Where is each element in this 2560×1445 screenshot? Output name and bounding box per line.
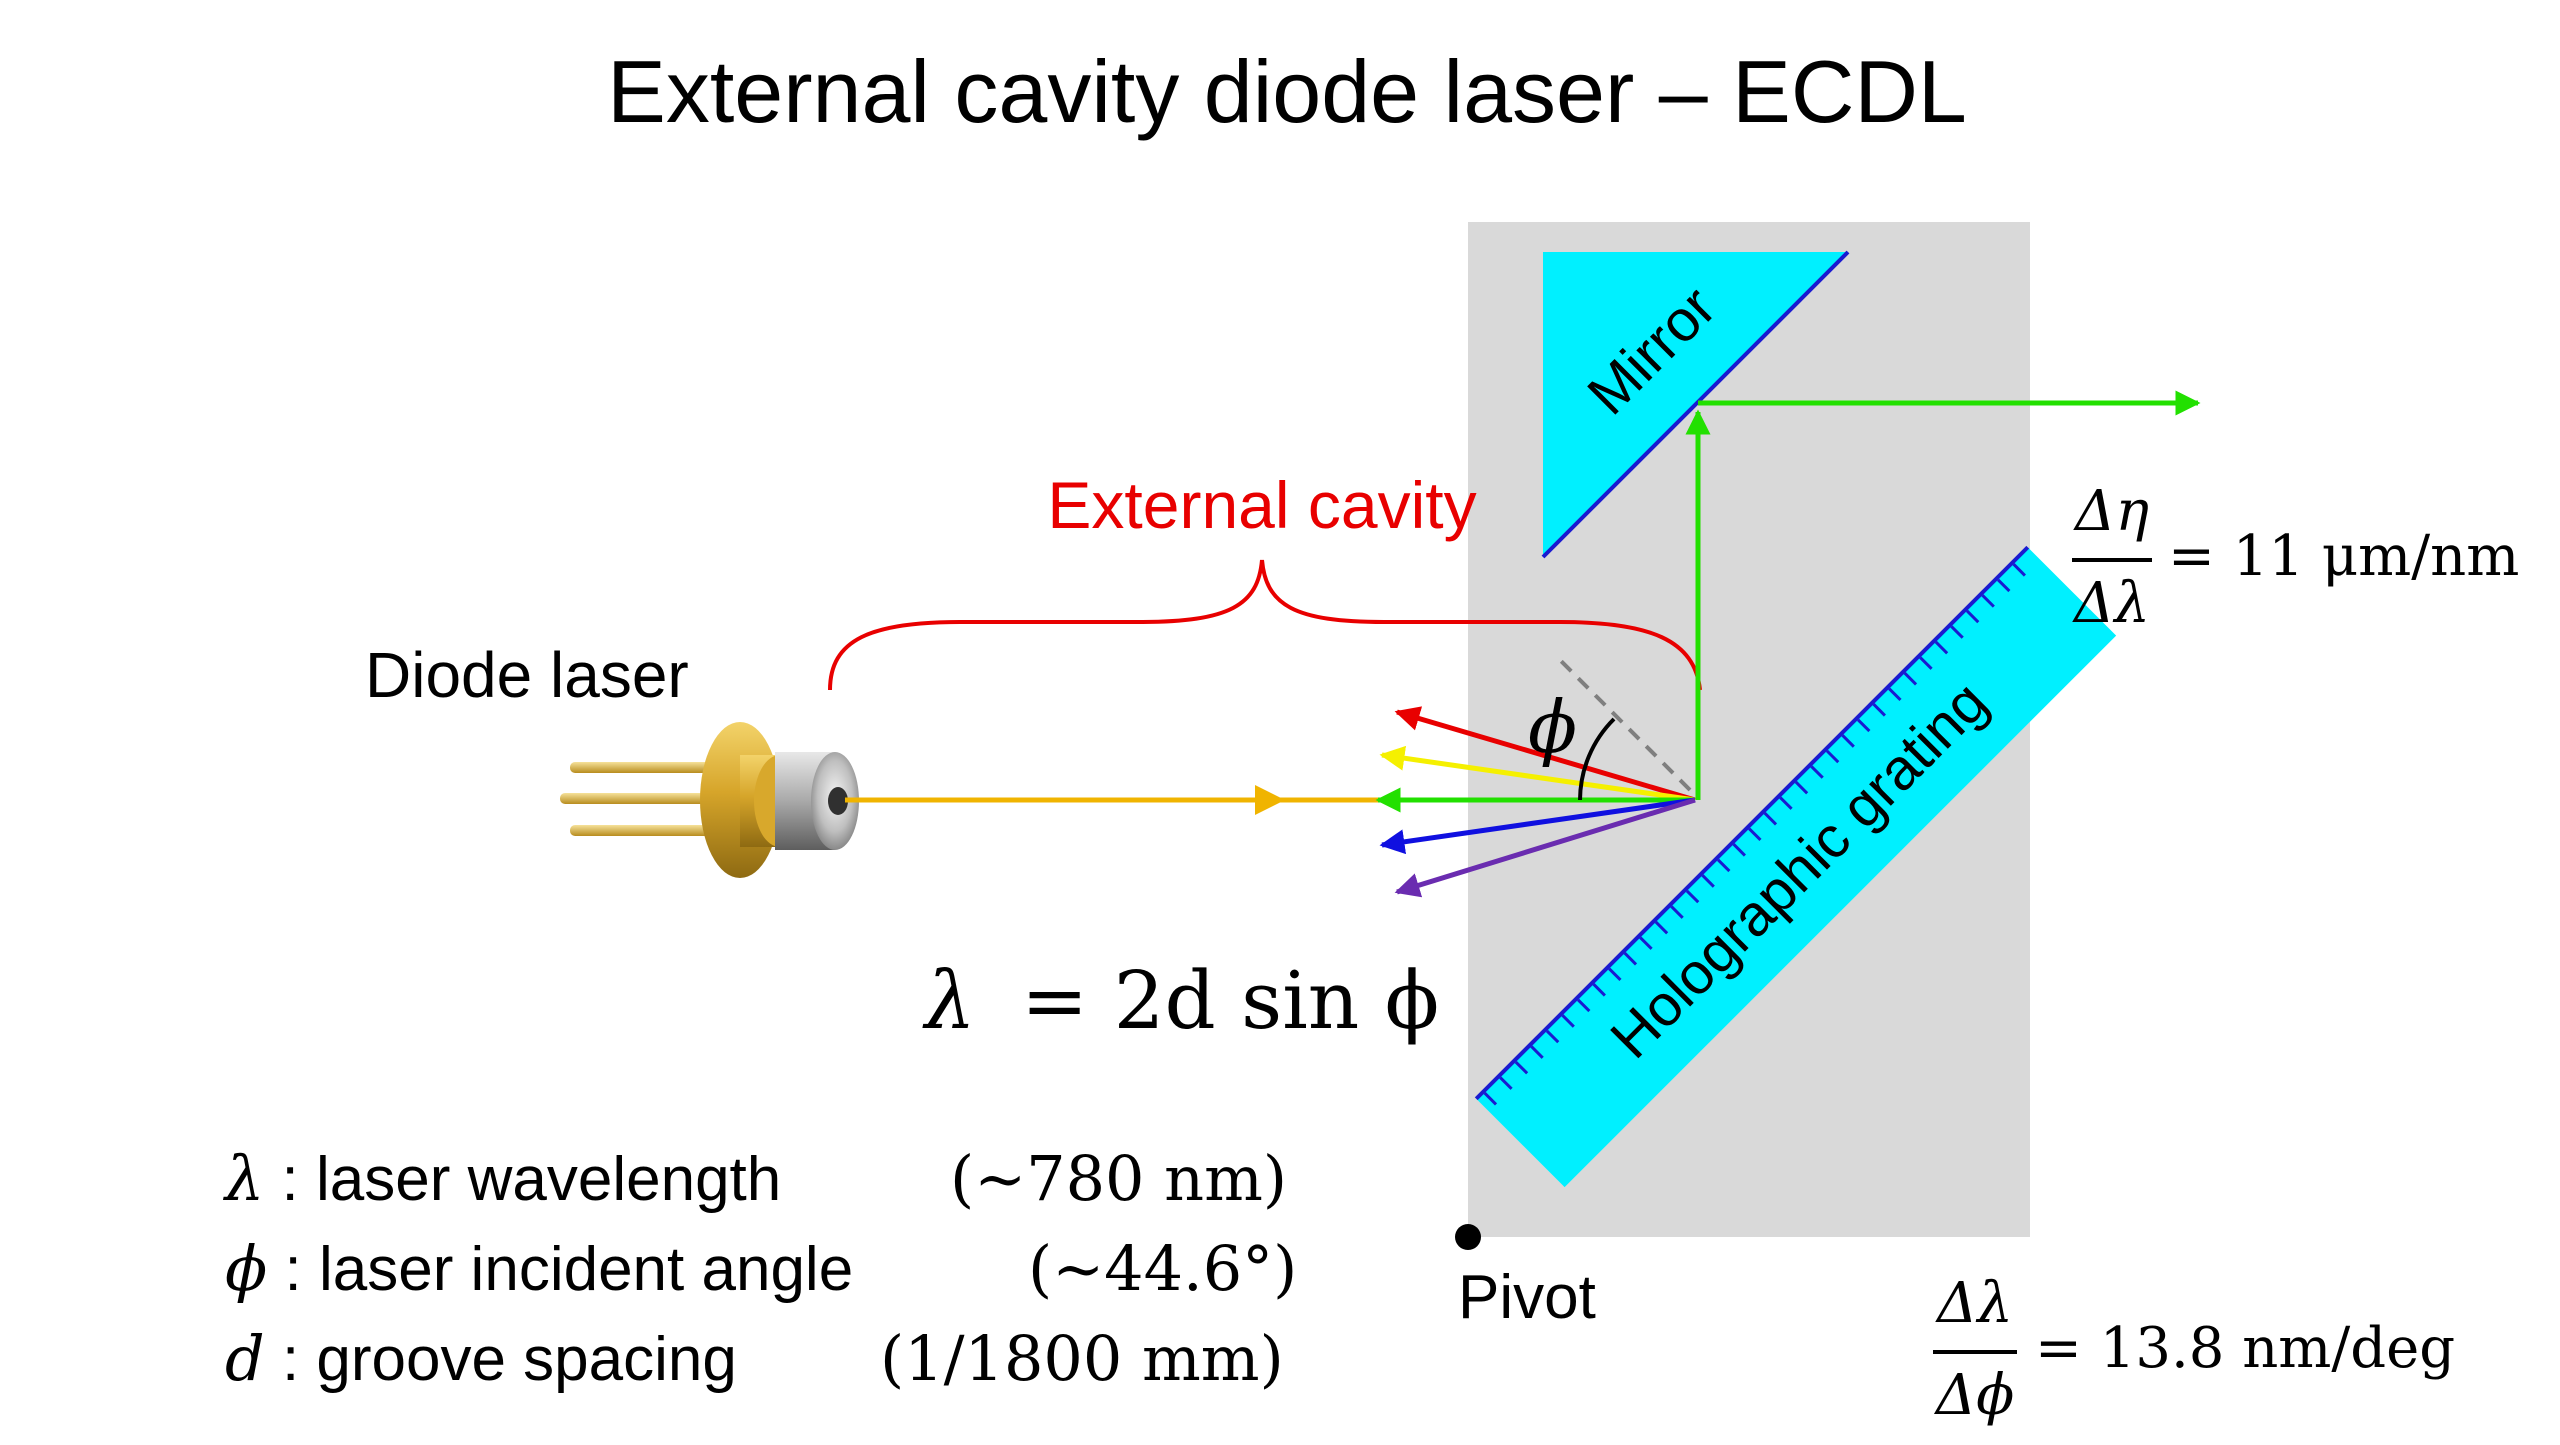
laser-pin [570,825,740,836]
equation-lhs: λ [922,954,976,1047]
grating-grooves [1483,563,2027,1106]
grating-groove [1592,983,1606,997]
grating-groove [1685,889,1700,904]
legend-value: (~44.6°) [1028,1232,1297,1305]
svg-text:λ = 2d sin ϕ: λ = 2d sin ϕ [922,954,1439,1047]
grating-groove [1499,1076,1513,1090]
ratio-bottom-denominator: Δϕ [1934,1363,2015,1428]
grating-groove [1919,656,1933,670]
ratio-top-numerator: Δη [2073,479,2149,544]
grating-normal [1558,658,1692,792]
grating-groove [1965,609,1980,624]
laser-pin [560,793,740,804]
ratio-bottom-value: = 13.8 nm/deg [2035,1316,2455,1381]
legend-text: : laser wavelength [282,1145,782,1214]
grating-surface [1474,545,2030,1101]
ratio-top-denominator: Δλ [2072,571,2150,636]
grating-groove [1841,734,1855,748]
diffracted-ray-yellow [1379,745,1696,803]
grating-groove [1732,843,1746,857]
diode-laser-label: Diode laser [365,639,689,711]
page-title: External cavity diode laser – ECDL [607,42,1967,141]
grating-groove [1654,920,1669,935]
dispersion-ratio-top: Δη Δλ = 11 μm/nm [2072,479,2519,636]
grating-groove [1530,1045,1544,1059]
variable-legend: λ : laser wavelength (~780 nm) ϕ : laser… [222,1142,1297,1395]
grating-groove [2012,563,2027,577]
angle-phi-label: ϕ [1528,685,1577,769]
diode-laser-package [560,722,859,878]
external-cavity-label: External cavity [1047,468,1476,542]
equation-rhs: = 2d sin ϕ [1021,954,1439,1047]
grating-groove [1483,1092,1498,1106]
legend-text: : laser incident angle [285,1235,854,1304]
grating-groove [1794,780,1809,795]
grating-groove [1748,827,1762,842]
laser-window [828,787,848,815]
pivot-point [1455,1224,1481,1250]
legend-symbol: d [225,1322,265,1395]
grating-groove [1545,1029,1560,1044]
grating-groove [1716,858,1731,873]
grating-groove [1903,672,1918,686]
grating-groove [1950,625,1964,639]
diffracted-ray-purple [1394,797,1696,898]
grating-equation: λ = 2d sin ϕ [922,954,1439,1047]
grating-groove [1934,640,1949,655]
grating-groove [1701,874,1715,888]
legend-row: ϕ : laser incident angle [225,1232,853,1305]
legend-row: d : groove spacing [225,1322,737,1395]
legend-symbol: λ [222,1142,264,1215]
grating-groove [1608,967,1622,982]
laser-pin [570,762,740,773]
diffracted-ray-blue [1379,797,1696,855]
legend-value: (~780 nm) [950,1142,1287,1215]
grating-groove [1514,1060,1529,1075]
legend-row: λ : laser wavelength [222,1142,781,1215]
legend-value: (1/1800 mm) [880,1322,1284,1395]
grating-groove [1576,998,1591,1013]
grating-groove [1872,703,1886,717]
grating-groove [1623,952,1638,966]
grating-groove [1763,812,1778,826]
ratio-top-value: = 11 μm/nm [2168,524,2519,589]
grating-groove [1997,578,2011,593]
grating-groove [1810,765,1824,779]
grating-groove [1825,749,1840,764]
grating-groove [1639,936,1653,950]
legend-symbol: ϕ [225,1232,267,1305]
grating-groove [1981,594,1995,608]
diffracted-ray-red [1394,706,1696,803]
grating-groove [1561,1014,1575,1028]
grating-groove [1888,687,1902,702]
external-cavity-brace [828,559,1702,691]
grating-groove [1779,796,1793,810]
ratio-bottom-numerator: Δλ [1935,1271,2013,1336]
grating-groove [1857,718,1871,733]
angle-arc [1578,717,1616,801]
mirror: Mirror [1541,250,1850,559]
pivot-label: Pivot [1458,1263,1596,1332]
dispersion-ratio-bottom: Δλ Δϕ = 13.8 nm/deg [1933,1271,2455,1428]
grating-groove [1670,905,1684,919]
legend-text: : groove spacing [282,1325,737,1394]
